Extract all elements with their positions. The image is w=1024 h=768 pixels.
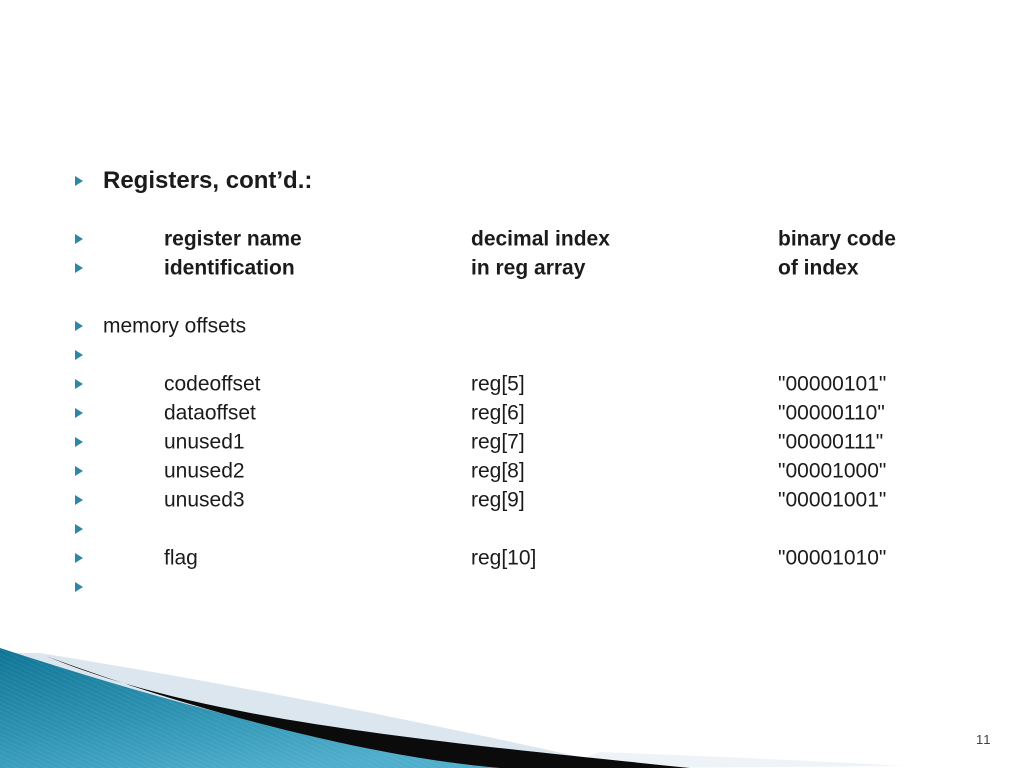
- decimal-index-cell: reg[9]: [471, 488, 525, 511]
- text-line: [0, 572, 1024, 601]
- bullet-arrow-icon: [75, 494, 83, 505]
- text-line: unused2 reg[8] "00001000": [0, 456, 1024, 485]
- bullet-arrow-icon: [75, 465, 83, 476]
- binary-code-cell: of index: [778, 256, 859, 279]
- text-line: codeoffset reg[5] "00000101": [0, 369, 1024, 398]
- binary-code-cell: "00001000": [778, 459, 887, 482]
- decimal-index-cell: decimal index: [471, 227, 610, 250]
- register-name-cell: codeoffset: [164, 372, 261, 395]
- text-line: [0, 514, 1024, 543]
- decimal-index-cell: reg[10]: [471, 546, 537, 569]
- text-line: flag reg[10] "00001010": [0, 543, 1024, 572]
- decimal-index-cell: in reg array: [471, 256, 586, 279]
- decimal-index-cell: reg[5]: [471, 372, 525, 395]
- text-line: [0, 282, 1024, 311]
- black-wedge: [46, 656, 690, 768]
- register-name-cell: dataoffset: [164, 401, 256, 424]
- binary-code-cell: "00000101": [778, 372, 887, 395]
- register-name-cell: register name: [164, 227, 302, 250]
- bullet-arrow-icon: [75, 407, 83, 418]
- register-name-cell: unused2: [164, 459, 245, 482]
- bullet-arrow-icon: [75, 175, 83, 186]
- register-name-cell: identification: [164, 256, 295, 279]
- bottom-left-swoosh-decoration: [0, 648, 905, 768]
- text-line: Registers, cont’d.:: [0, 166, 1024, 195]
- text-line: unused1 reg[7] "00000111": [0, 427, 1024, 456]
- page-number: 11: [976, 732, 992, 747]
- register-name-cell: flag: [164, 546, 198, 569]
- teal-wedge-hatch-texture: [0, 648, 500, 768]
- register-name-cell: memory offsets: [103, 314, 247, 337]
- text-line: unused3 reg[9] "00001001": [0, 485, 1024, 514]
- text-line: [0, 195, 1024, 224]
- text-line: register name decimal index binary code: [0, 224, 1024, 253]
- bullet-arrow-icon: [75, 233, 83, 244]
- binary-code-cell: "00000111": [778, 430, 884, 453]
- text-line: identification in reg array of index: [0, 253, 1024, 282]
- binary-code-cell: "00001010": [778, 546, 887, 569]
- text-line: memory offsets: [0, 311, 1024, 340]
- bullet-arrow-icon: [75, 262, 83, 273]
- bullet-arrow-icon: [75, 552, 83, 563]
- bullet-arrow-icon: [75, 436, 83, 447]
- register-name-cell: unused1: [164, 430, 245, 453]
- decimal-index-cell: reg[6]: [471, 401, 525, 424]
- binary-code-cell: binary code: [778, 227, 896, 250]
- decimal-index-cell: reg[7]: [471, 430, 525, 453]
- binary-code-cell: "00001001": [778, 488, 887, 511]
- bullet-arrow-icon: [75, 523, 83, 534]
- bullet-arrow-icon: [75, 320, 83, 331]
- bullet-arrow-icon: [75, 378, 83, 389]
- decimal-index-cell: reg[8]: [471, 459, 525, 482]
- text-line: [0, 340, 1024, 369]
- register-name-cell: unused3: [164, 488, 245, 511]
- binary-code-cell: "00000110": [778, 401, 885, 424]
- text-line: dataoffset reg[6] "00000110": [0, 398, 1024, 427]
- register-name-cell: Registers, cont’d.:: [103, 166, 313, 194]
- slide-body-text: Registers, cont’d.: register name decima…: [0, 166, 1024, 601]
- bullet-arrow-icon: [75, 349, 83, 360]
- bullet-arrow-icon: [75, 581, 83, 592]
